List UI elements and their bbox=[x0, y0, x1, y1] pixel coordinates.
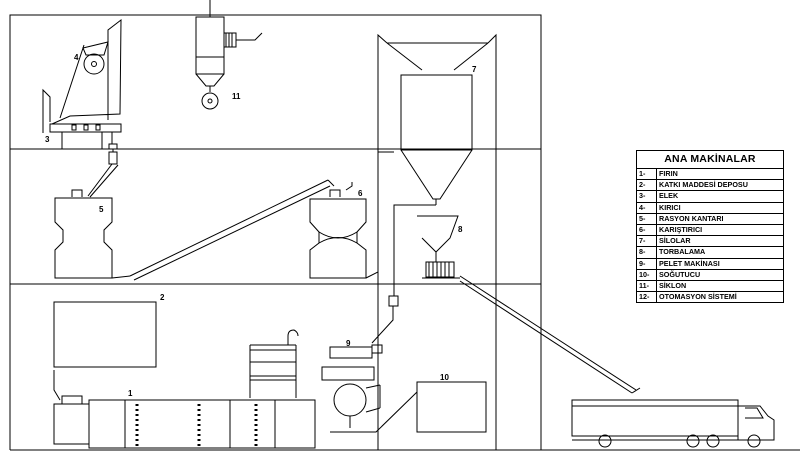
marker-10: 10 bbox=[440, 373, 449, 382]
stand-unit bbox=[249, 329, 299, 398]
marker-5: 5 bbox=[99, 205, 104, 214]
marker-1: 1 bbox=[128, 389, 133, 398]
legend-num: 6- bbox=[637, 224, 657, 237]
marker-11: 11 bbox=[232, 92, 241, 101]
silo-unit bbox=[377, 33, 497, 450]
bagging-unit bbox=[393, 204, 460, 296]
marker-2: 2 bbox=[160, 293, 165, 302]
legend-num: 8- bbox=[637, 246, 657, 259]
marker-8: 8 bbox=[458, 225, 463, 234]
legend-num: 4- bbox=[637, 202, 657, 214]
legend-num: 7- bbox=[637, 235, 657, 248]
legend-label: OTOMASYON SİSTEMİ bbox=[659, 292, 737, 302]
main-machines-legend: ANA MAKİNALAR 1-FIRIN 2-KATKI MADDESİ DE… bbox=[636, 150, 784, 304]
legend-row: 4-KIRICI bbox=[637, 202, 783, 214]
legend-label: RASYON KANTARI bbox=[656, 213, 783, 225]
legend-num: 11- bbox=[637, 280, 657, 293]
inclined-conveyor bbox=[129, 179, 335, 281]
legend-label: PELET MAKİNASI bbox=[656, 258, 783, 270]
marker-6: 6 bbox=[358, 189, 363, 198]
legend-label: FIRIN bbox=[656, 169, 783, 181]
legend-label: ELEK bbox=[656, 190, 783, 203]
marker-4: 4 bbox=[74, 53, 79, 62]
legend-num: 5- bbox=[637, 213, 657, 225]
legend-num: 10- bbox=[637, 269, 657, 281]
legend-row: 12-OTOMASYON SİSTEMİ bbox=[637, 291, 783, 303]
batch-scale-unit bbox=[54, 164, 131, 279]
legend-row: 7-SİLOLAR bbox=[637, 235, 783, 248]
additive-tank bbox=[53, 301, 157, 368]
legend-row: 11-SİKLON bbox=[637, 280, 783, 293]
marker-3: 3 bbox=[45, 135, 50, 144]
crusher-unit bbox=[42, 18, 122, 197]
cooler-unit bbox=[330, 381, 487, 433]
legend-num: 2- bbox=[637, 179, 657, 192]
marker-7: 7 bbox=[472, 65, 477, 74]
mixer-unit bbox=[309, 151, 394, 279]
legend-title: ANA MAKİNALAR bbox=[637, 151, 783, 169]
legend-num: 9- bbox=[637, 258, 657, 270]
legend-num: 3- bbox=[637, 190, 657, 203]
legend-table: 1-FIRIN 2-KATKI MADDESİ DEPOSU 3-ELEK 4-… bbox=[637, 169, 783, 303]
legend-label: KATKI MADDESİ DEPOSU bbox=[656, 179, 783, 192]
loading-conveyor bbox=[459, 275, 641, 394]
legend-row: 9-PELET MAKİNASI bbox=[637, 258, 783, 270]
legend-num: 1- bbox=[637, 169, 657, 181]
legend-row: 10-SOĞUTUCU bbox=[637, 269, 783, 281]
legend-label: SİKLON bbox=[656, 280, 783, 293]
legend-row: 1-FIRIN bbox=[637, 169, 783, 181]
legend-label: SOĞUTUCU bbox=[656, 269, 783, 281]
legend-row: 3-ELEK bbox=[637, 190, 783, 203]
marker-9: 9 bbox=[346, 339, 351, 348]
legend-row: 6-KARIŞTIRICI bbox=[637, 224, 783, 237]
kiln-unit bbox=[53, 370, 316, 449]
legend-row: 5-RASYON KANTARI bbox=[637, 213, 783, 225]
legend-row: 2-KATKI MADDESİ DEPOSU bbox=[637, 179, 783, 192]
truck bbox=[571, 399, 775, 448]
pellet-machine bbox=[321, 295, 399, 428]
legend-label: KIRICI bbox=[656, 202, 783, 214]
building-outline bbox=[9, 14, 542, 450]
legend-label: SİLOLAR bbox=[656, 235, 783, 248]
cyclone-unit bbox=[195, 0, 263, 110]
legend-label: TORBALAMA bbox=[656, 246, 783, 259]
legend-num: 12- bbox=[637, 291, 657, 303]
legend-row: 8-TORBALAMA bbox=[637, 246, 783, 259]
legend-label: KARIŞTIRICI bbox=[656, 224, 783, 237]
